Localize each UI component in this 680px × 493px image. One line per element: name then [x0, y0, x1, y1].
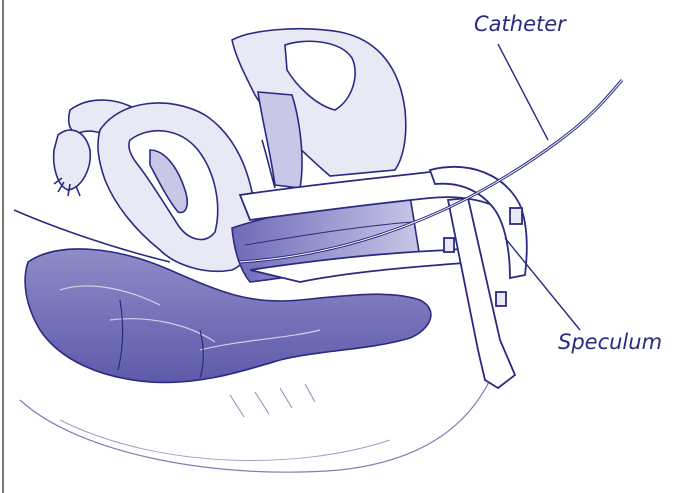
speculum-leader-line [505, 238, 580, 330]
uterus [98, 103, 256, 271]
speculum-label: Speculum [558, 330, 662, 354]
catheter-label: Catheter [474, 12, 566, 36]
bladder [232, 29, 406, 188]
catheter-leader-line [498, 44, 548, 140]
spine [230, 384, 315, 417]
